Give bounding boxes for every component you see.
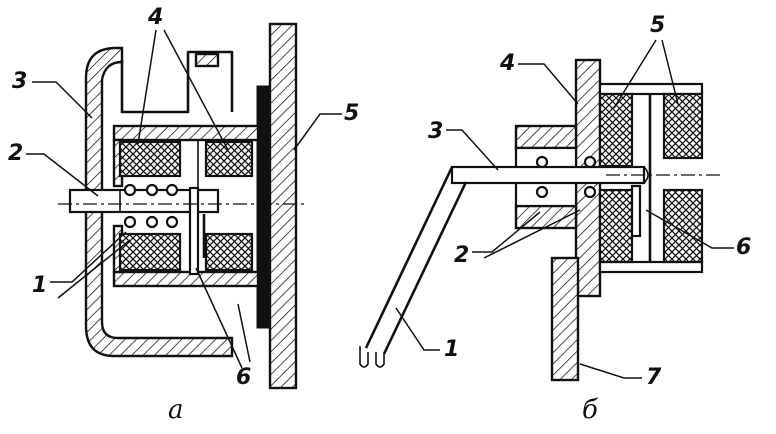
figure-a-gasket	[256, 85, 271, 329]
figure-a-armature	[188, 186, 200, 276]
figure-a-housing-bottom	[112, 270, 260, 288]
figure-b-coil-upper-right	[662, 92, 704, 160]
figure-a-top-stub	[194, 52, 220, 68]
figure-a-top-bracket	[120, 50, 234, 114]
figure-b-armature	[630, 184, 642, 238]
figure-a-plate	[268, 22, 298, 390]
figure-b-lever	[364, 166, 468, 355]
figure-b-label-4: 4	[499, 51, 515, 76]
figure-a-label-4: 4	[147, 5, 163, 30]
figure-b-lower-plate	[550, 256, 580, 382]
figure-a: 3 2 4 5 1 6 а	[8, 5, 359, 425]
figure-b-label-7: 7	[646, 365, 662, 390]
figure-b-coil-lower-left	[598, 188, 634, 264]
figure-a-coil-lower-right	[204, 232, 254, 272]
figure-b-housing-top	[598, 82, 704, 96]
figure-b-balls	[535, 155, 597, 199]
figure-b-bushing-top	[514, 124, 578, 150]
figure-b-label-2: 2	[454, 243, 469, 268]
figure-a-label-5: 5	[344, 101, 359, 126]
figure-b-label-3: 3	[428, 119, 443, 144]
figure-b-housing-bottom	[598, 260, 704, 274]
figure-a-coil-lower-left	[118, 232, 182, 272]
figure-a-balls	[123, 183, 179, 229]
figure-a-label-1: 1	[32, 273, 47, 298]
figure-a-label-6: 6	[236, 365, 251, 390]
figure-b-label-5: 5	[650, 13, 665, 38]
figure-a-coil-upper-right	[204, 140, 254, 178]
figure-a-coil-upper-left	[118, 140, 182, 178]
figure-a-shaft	[68, 188, 220, 214]
figure-a-label-3: 3	[12, 69, 27, 94]
figure-b-caption: б	[582, 395, 598, 425]
figure-b-coil-lower-right	[662, 188, 704, 264]
figure-b: 4 3 5 6 2 1 7 б	[359, 13, 751, 425]
figure-a-label-2: 2	[8, 141, 23, 166]
figure-b-label-1: 1	[444, 337, 459, 362]
figure-b-label-6: 6	[736, 235, 751, 260]
figure-a-caption: а	[168, 395, 184, 425]
figure-a-housing-top	[112, 124, 260, 142]
